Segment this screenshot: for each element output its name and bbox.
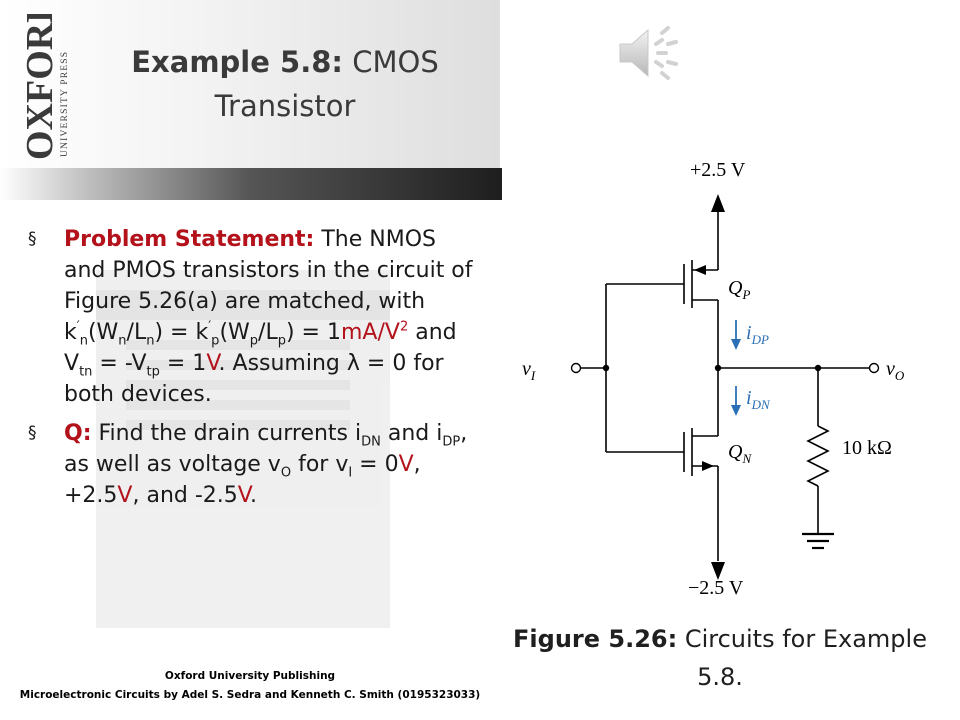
title-bold: Example 5.8: bbox=[131, 45, 343, 79]
caption-bold: Figure 5.26: bbox=[513, 625, 678, 653]
idp-label: iDP bbox=[746, 322, 769, 347]
speaker-icon[interactable] bbox=[614, 22, 682, 84]
problem-statement-label: Problem Statement: bbox=[64, 227, 315, 252]
vo-label: vO bbox=[886, 358, 905, 383]
title-background bbox=[0, 0, 500, 168]
book-cover-watermark bbox=[96, 270, 390, 628]
cmos-circuit-diagram: +2.5 V −2.5 V 10 kΩ QP QN vI vO iDP iDN bbox=[522, 159, 905, 599]
logo-oxford: OXFORD bbox=[19, 14, 61, 160]
figure-caption: Figure 5.26: Circuits for Example 5.8. bbox=[500, 620, 940, 696]
bullet-question: § Q: Find the drain currents iDN and iDP… bbox=[28, 418, 478, 511]
oxford-logo: OXFORD UNIVERSITY PRESS bbox=[19, 14, 70, 160]
caption-rest: Circuits for Example 5.8. bbox=[677, 625, 927, 691]
vi-label: vI bbox=[522, 358, 536, 383]
qp-label: QP bbox=[728, 277, 750, 302]
footer-publisher: Oxford University Publishing bbox=[164, 670, 336, 682]
bullet-marker: § bbox=[28, 423, 37, 443]
vss-label: −2.5 V bbox=[688, 577, 744, 599]
idn-label: iDN bbox=[746, 387, 771, 412]
problem-bullets: § Problem Statement: The NMOS and PMOS t… bbox=[28, 224, 478, 519]
slide-title: Example 5.8: CMOS Transistor bbox=[100, 40, 470, 128]
question-label: Q: bbox=[64, 421, 92, 446]
vdd-label: +2.5 V bbox=[690, 159, 746, 181]
bullet-problem-statement: § Problem Statement: The NMOS and PMOS t… bbox=[28, 224, 478, 410]
logo-university-press: UNIVERSITY PRESS bbox=[60, 51, 70, 157]
resistor-label: 10 kΩ bbox=[842, 437, 892, 459]
title-rest: CMOS Transistor bbox=[214, 45, 439, 123]
qn-label: QN bbox=[728, 441, 752, 466]
footer-book: Microelectronic Circuits by Adel S. Sedr… bbox=[19, 689, 481, 701]
bullet-marker: § bbox=[28, 229, 37, 249]
slide-footer: Oxford University Publishing Microelectr… bbox=[0, 667, 500, 705]
divider-bar bbox=[0, 168, 502, 200]
